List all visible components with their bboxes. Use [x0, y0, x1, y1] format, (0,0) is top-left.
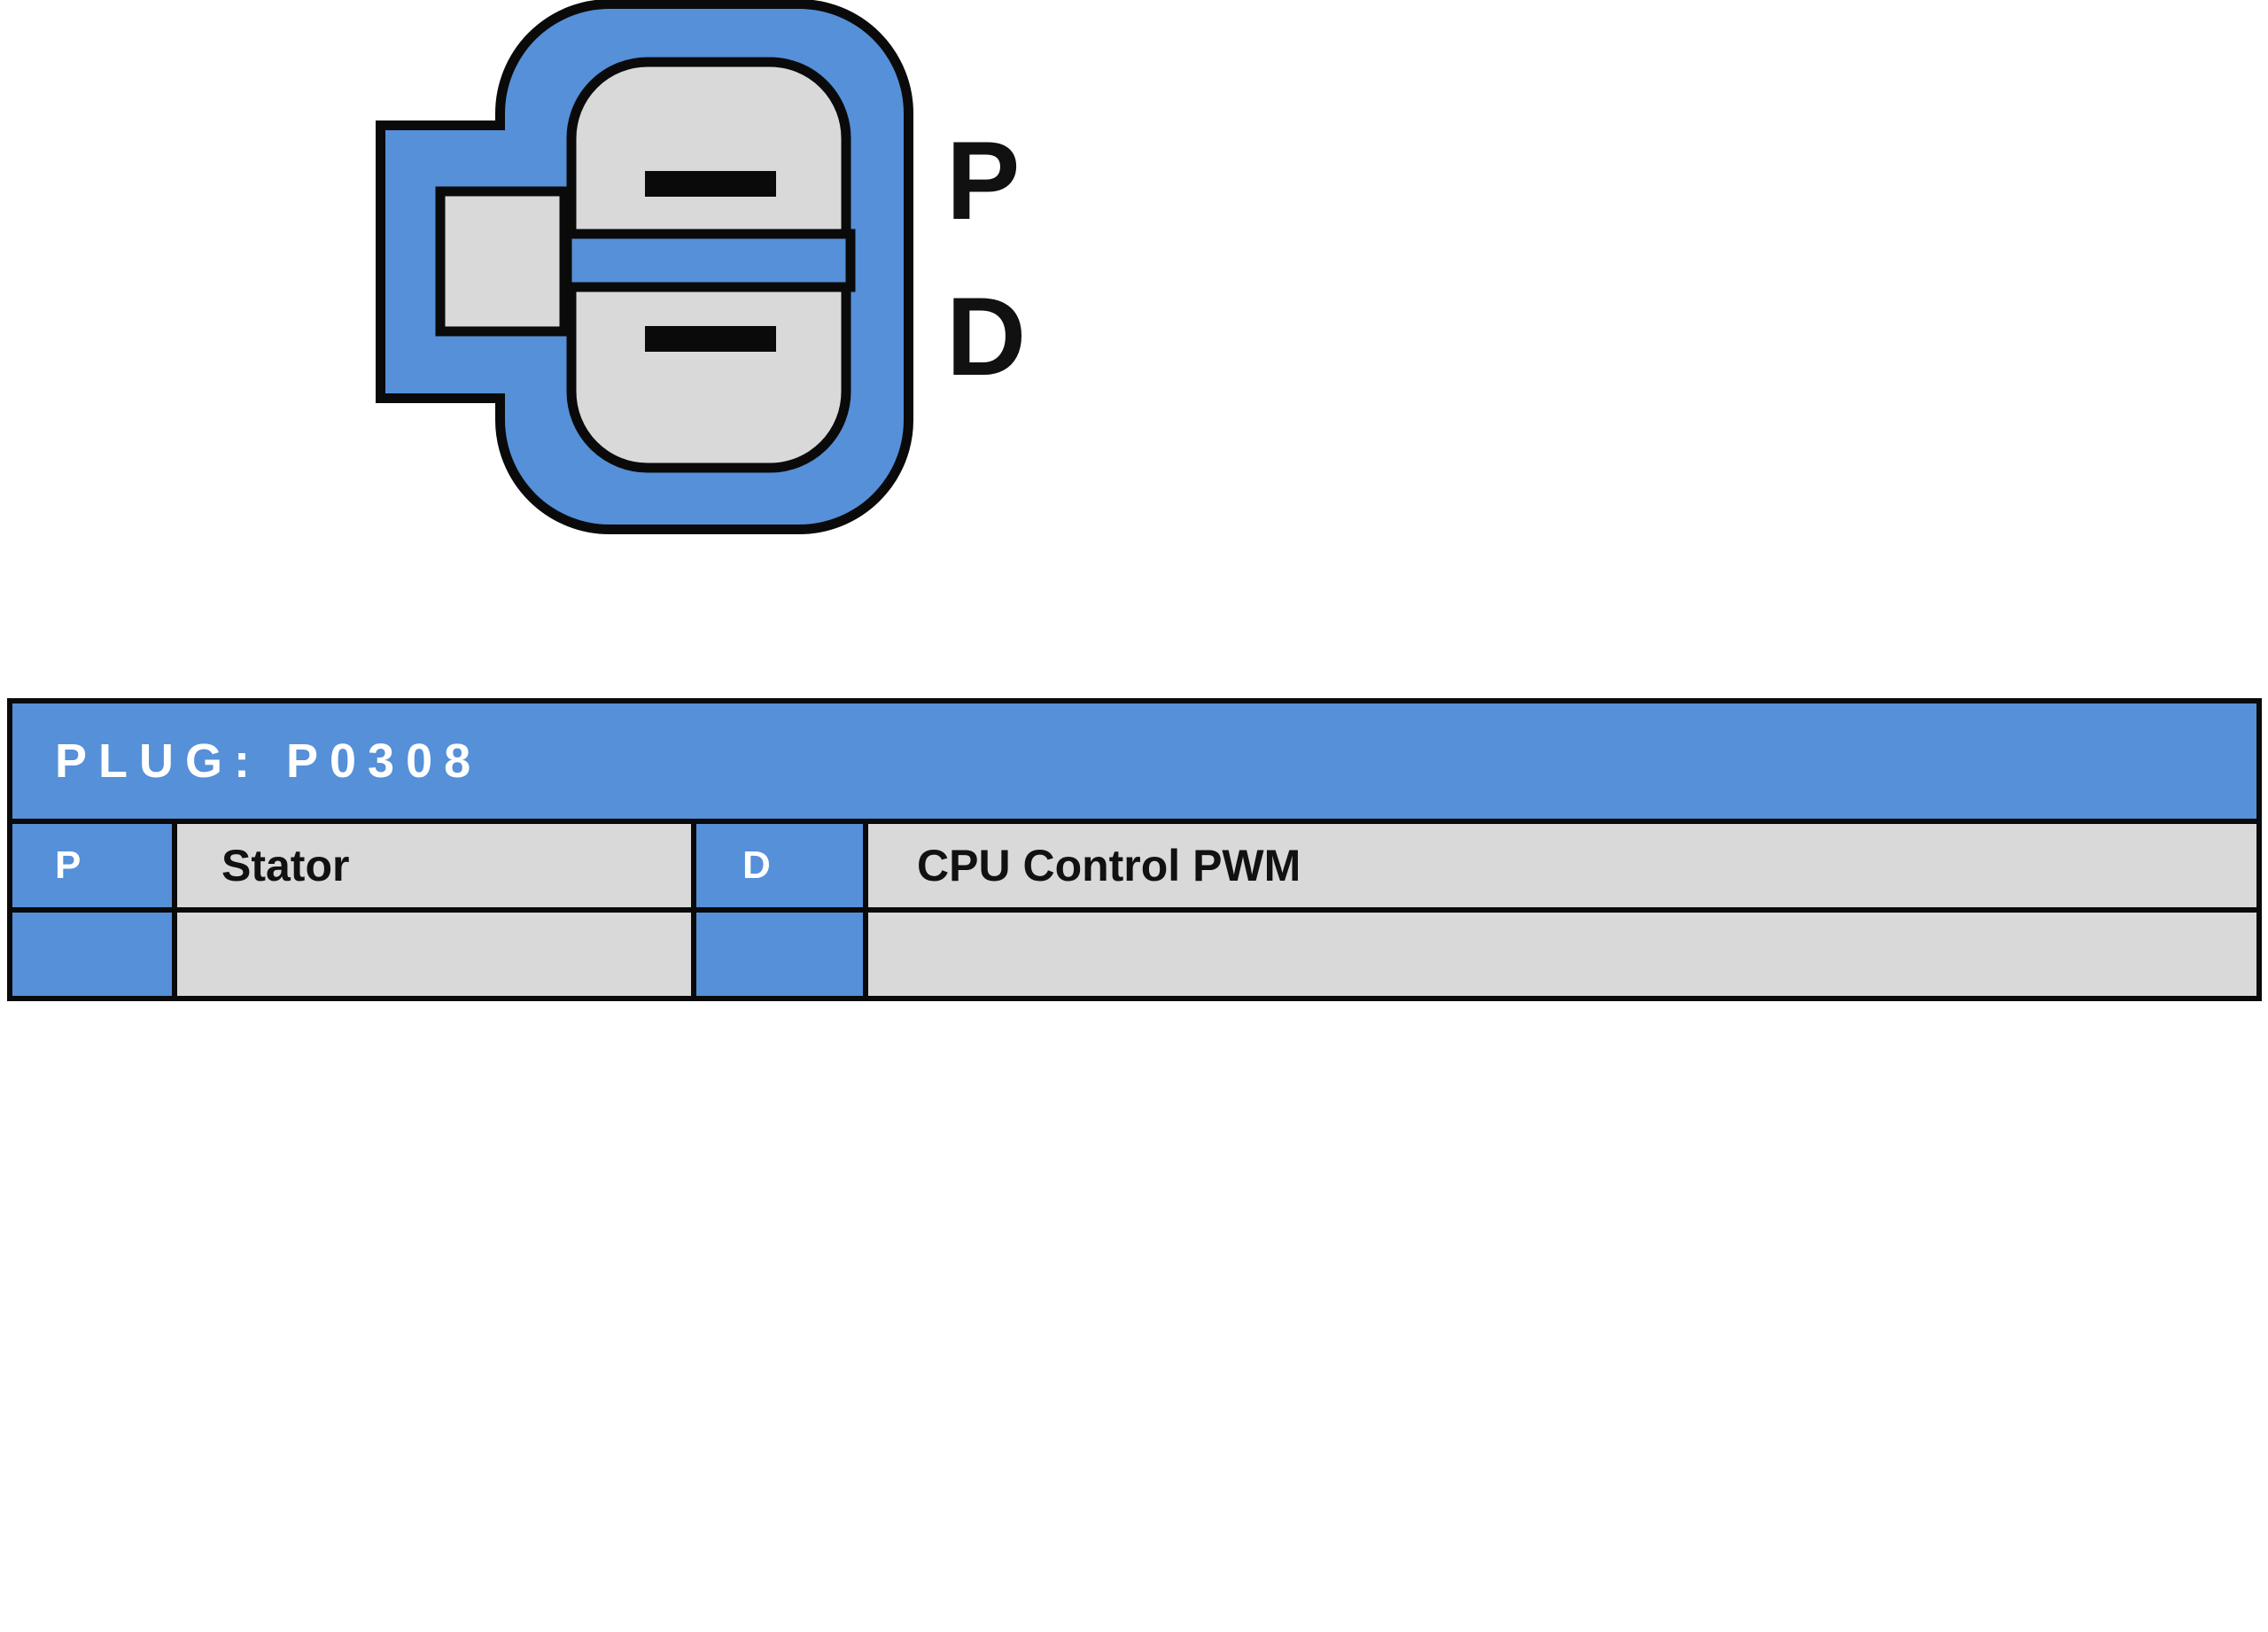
- pin-p-description: Stator: [221, 841, 350, 890]
- cell-empty-pin-left: [12, 913, 177, 996]
- pin-d-description: CPU Control PWM: [917, 841, 1301, 890]
- cell-desc-d: CPU Control PWM: [868, 824, 2256, 907]
- plug-pinout-table: PLUG: P0308 P Stator D CPU Control PWM: [7, 698, 2262, 1001]
- cell-empty-desc-left: [177, 913, 696, 996]
- cell-pin-d: D: [696, 824, 868, 907]
- cell-pin-p: P: [12, 824, 177, 907]
- connector-divider: [562, 229, 856, 292]
- cell-empty-pin-right: [696, 913, 868, 996]
- plug-title: PLUG: P0308: [55, 734, 483, 788]
- pin-d-text: D: [742, 843, 771, 887]
- pin-label-d: D: [946, 276, 1027, 399]
- table-row: P Stator D CPU Control PWM: [12, 819, 2256, 907]
- table-row: [12, 907, 2256, 996]
- pin-label-p: P: [946, 120, 1021, 243]
- plug-connector-diagram: P D: [0, 0, 1134, 620]
- cell-empty-desc-right: [868, 913, 2256, 996]
- plug-connector-icon: [376, 0, 913, 534]
- cell-desc-p: Stator: [177, 824, 696, 907]
- connector-key-slot: [435, 186, 570, 337]
- table-header: PLUG: P0308: [12, 703, 2256, 819]
- terminal-blade-d: [645, 326, 776, 352]
- terminal-blade-p: [645, 171, 776, 197]
- pin-p-text: P: [55, 843, 82, 887]
